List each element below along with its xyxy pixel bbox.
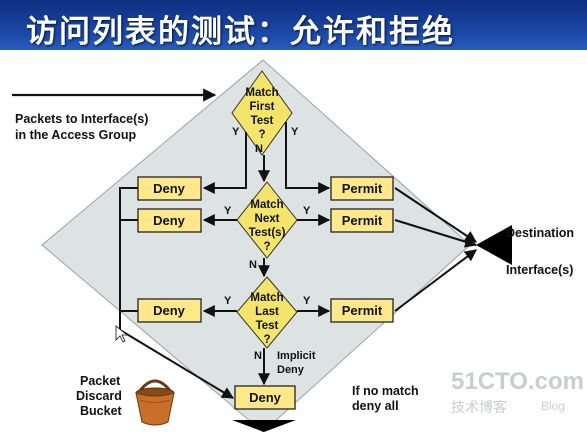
bucket-icon [135, 379, 175, 426]
deny-box-2-label: Deny [153, 213, 186, 228]
decision-last-line-2: Last [255, 306, 279, 318]
watermark-blog: Blog [541, 399, 565, 413]
deny-box-final-label: Deny [249, 390, 282, 405]
decision-next-line-2: Next [255, 213, 280, 225]
decision-next-line-4: ? [263, 241, 270, 253]
no-match-note-2: deny all [352, 399, 399, 413]
decision-first-line-2: First [250, 101, 275, 113]
decision-last-line-4: ? [263, 334, 270, 346]
decision-last [236, 276, 298, 349]
permit-box-1 [330, 176, 394, 201]
d2-no-label: N [249, 259, 257, 271]
decision-next [236, 181, 298, 259]
decision-next-line-1: Match [250, 199, 283, 211]
watermark-sub: 技术博客 [451, 399, 507, 416]
no-match-note-1: If no match [352, 384, 419, 398]
destination-triangle [476, 225, 512, 265]
permit-box-3-label: Permit [342, 303, 383, 318]
mouse-cursor-icon [115, 325, 129, 343]
d2-yes-left: Y [224, 205, 232, 217]
decision-first-line-1: Match [245, 87, 278, 99]
d3-yes-left: Y [224, 295, 232, 307]
deny-box-1-label: Deny [153, 181, 186, 196]
bucket-label-1: Packet [80, 374, 121, 388]
interface-label: Interface(s) [506, 263, 573, 277]
permit3-to-destination [394, 249, 477, 312]
deny-box-3 [137, 298, 202, 323]
bucket-label-2: Discard [76, 389, 122, 403]
decision-last-line-3: Test [256, 320, 279, 332]
d1-yes-to-deny [202, 132, 247, 194]
deny-box-2 [137, 208, 202, 233]
permit-box-1-label: Permit [342, 181, 383, 196]
bottom-wedge [232, 420, 296, 432]
decision-next-line-3: Test(s) [249, 227, 286, 239]
decision-last-line-1: Match [250, 292, 283, 304]
watermark-main: 51CTO.com [451, 368, 584, 395]
d1-no-label: N [255, 143, 263, 155]
deny-box-1 [137, 176, 202, 201]
implicit-deny-2: Deny [277, 364, 305, 376]
d3-yes-right: Y [303, 295, 311, 307]
destination-label: Destination [506, 226, 574, 240]
d1-yes-right: Y [291, 126, 299, 138]
implicit-deny-1: Implicit [277, 350, 316, 362]
d1-yes-left: Y [232, 126, 240, 138]
decision-first-line-3: Test [251, 115, 274, 127]
permit2-to-destination [394, 219, 478, 248]
background-diamond [41, 59, 471, 432]
permit-box-2-label: Permit [342, 213, 383, 228]
bucket-label-3: Bucket [80, 404, 123, 418]
permit-box-2 [330, 208, 394, 233]
deny-collector-line [119, 187, 235, 399]
d3-no-label: N [254, 350, 262, 362]
d2-yes-right: Y [303, 205, 311, 217]
input-label-2: in the Access Group [15, 128, 136, 142]
title-bar: 访问列表的测试：允许和拒绝 [0, 0, 587, 50]
input-label-1: Packets to Interface(s) [15, 112, 148, 126]
deny-box-final [234, 385, 296, 410]
decision-first-line-4: ? [258, 129, 265, 141]
d1-yes-to-permit [285, 122, 331, 194]
deny-box-3-label: Deny [153, 303, 186, 318]
slide-title: 访问列表的测试：允许和拒绝 [26, 14, 455, 50]
permit1-to-destination [394, 187, 477, 243]
permit-box-3 [330, 298, 394, 323]
